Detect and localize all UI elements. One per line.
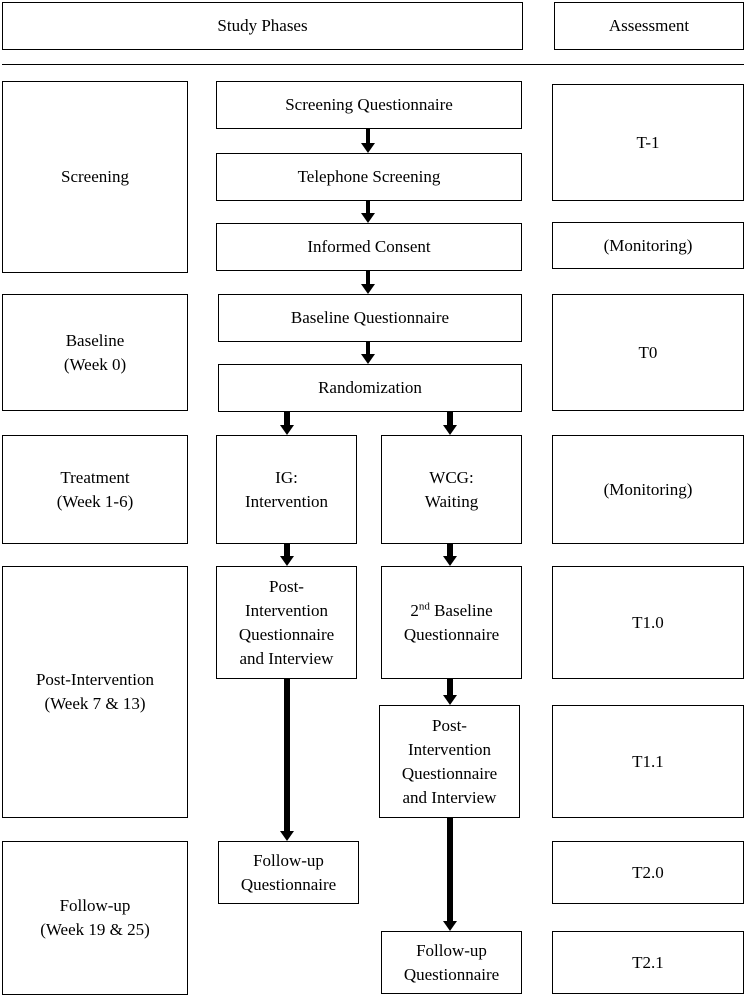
arrow-ig-post-to-follow-up bbox=[280, 679, 294, 841]
ig-post-intervention-label: Post- Intervention Questionnaire and Int… bbox=[238, 576, 335, 668]
randomization-label: Randomization bbox=[318, 378, 422, 397]
ig-intervention-box: IG: Intervention bbox=[216, 435, 357, 544]
phase-baseline: Baseline (Week 0) bbox=[2, 294, 188, 411]
phase-follow-up: Follow-up (Week 19 & 25) bbox=[2, 841, 188, 995]
wcg-follow-up-label: Follow-up Questionnaire bbox=[403, 940, 500, 984]
assessment-t-minus-1: T-1 bbox=[552, 84, 744, 201]
header-study-phases-label: Study Phases bbox=[217, 16, 308, 35]
telephone-screening-box: Telephone Screening bbox=[216, 153, 522, 201]
informed-consent-label: Informed Consent bbox=[307, 237, 431, 256]
wcg-waiting-label: WCG: Waiting bbox=[424, 467, 479, 511]
assessment-t0-label: T0 bbox=[638, 342, 658, 362]
assessment-monitoring-treatment-label: (Monitoring) bbox=[603, 479, 693, 499]
arrow-wcg-post-to-follow-up bbox=[443, 818, 457, 931]
screening-questionnaire-label: Screening Questionnaire bbox=[285, 95, 453, 114]
arrow-baseline-to-randomization bbox=[361, 342, 375, 364]
phase-post-intervention: Post-Intervention (Week 7 & 13) bbox=[2, 566, 188, 818]
header-assessment-label: Assessment bbox=[608, 16, 690, 35]
arrow-randomization-to-wcg bbox=[443, 412, 457, 435]
assessment-t-minus-1-label: T-1 bbox=[636, 132, 660, 152]
assessment-t2-1-label: T2.1 bbox=[632, 952, 664, 972]
wcg-post-intervention-box: Post- Intervention Questionnaire and Int… bbox=[379, 705, 520, 818]
assessment-monitoring-treatment: (Monitoring) bbox=[552, 435, 744, 544]
phase-screening: Screening bbox=[2, 81, 188, 273]
baseline-questionnaire-label: Baseline Questionnaire bbox=[290, 308, 450, 327]
header-separator bbox=[2, 64, 744, 65]
ig-intervention-label: IG: Intervention bbox=[244, 467, 329, 511]
assessment-t2-0: T2.0 bbox=[552, 841, 744, 904]
phase-post-intervention-label: Post-Intervention (Week 7 & 13) bbox=[35, 670, 155, 713]
informed-consent-box: Informed Consent bbox=[216, 223, 522, 271]
arrow-wcg-to-second-baseline bbox=[443, 544, 457, 566]
second-baseline-word: Baseline bbox=[429, 600, 493, 620]
baseline-questionnaire-box: Baseline Questionnaire bbox=[218, 294, 522, 342]
header-assessment: Assessment bbox=[554, 2, 744, 50]
header-study-phases: Study Phases bbox=[2, 2, 523, 50]
phase-screening-label: Screening bbox=[61, 167, 129, 186]
randomization-box: Randomization bbox=[218, 364, 522, 412]
assessment-t1-1-label: T1.1 bbox=[632, 751, 664, 771]
phase-treatment-label: Treatment (Week 1-6) bbox=[56, 467, 134, 511]
wcg-waiting-box: WCG: Waiting bbox=[381, 435, 522, 544]
ig-follow-up-label: Follow-up Questionnaire bbox=[240, 850, 337, 894]
assessment-t2-1: T2.1 bbox=[552, 931, 744, 994]
second-baseline-ordinal: nd bbox=[418, 599, 430, 612]
second-baseline-questionnaire: Questionnaire bbox=[403, 624, 500, 644]
wcg-post-intervention-label: Post- Intervention Questionnaire and Int… bbox=[401, 715, 498, 807]
arrow-second-baseline-to-wcg-post bbox=[443, 679, 457, 705]
assessment-monitoring-screening: (Monitoring) bbox=[552, 222, 744, 269]
arrow-screening-to-telephone bbox=[361, 129, 375, 153]
telephone-screening-label: Telephone Screening bbox=[297, 167, 441, 186]
assessment-monitoring-screening-label: (Monitoring) bbox=[603, 235, 693, 255]
screening-questionnaire-box: Screening Questionnaire bbox=[216, 81, 522, 129]
assessment-t0: T0 bbox=[552, 294, 744, 411]
arrow-telephone-to-consent bbox=[361, 201, 375, 223]
phase-follow-up-label: Follow-up (Week 19 & 25) bbox=[40, 896, 150, 939]
ig-post-intervention-box: Post- Intervention Questionnaire and Int… bbox=[216, 566, 357, 679]
ig-follow-up-box: Follow-up Questionnaire bbox=[218, 841, 359, 904]
assessment-t1-0: T1.0 bbox=[552, 566, 744, 679]
second-baseline-number: 2 bbox=[410, 600, 419, 620]
phase-baseline-label: Baseline (Week 0) bbox=[63, 330, 127, 374]
arrow-consent-to-baseline bbox=[361, 271, 375, 294]
arrow-ig-to-post-intervention bbox=[280, 544, 294, 566]
assessment-t2-0-label: T2.0 bbox=[632, 862, 664, 882]
arrow-randomization-to-ig bbox=[280, 412, 294, 435]
wcg-follow-up-box: Follow-up Questionnaire bbox=[381, 931, 522, 994]
assessment-t1-1: T1.1 bbox=[552, 705, 744, 818]
phase-treatment: Treatment (Week 1-6) bbox=[2, 435, 188, 544]
assessment-t1-0-label: T1.0 bbox=[632, 612, 664, 632]
